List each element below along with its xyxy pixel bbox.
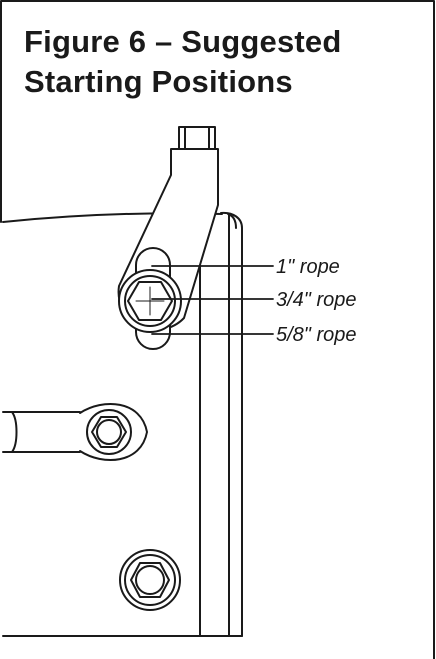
- figure-title: Figure 6 – Suggested Starting Positions: [24, 22, 342, 102]
- side-bolt: [79, 402, 148, 462]
- pivot-bolt: [118, 269, 182, 333]
- side-tube: [2, 411, 81, 453]
- callout-leaders: [151, 265, 274, 335]
- lower-bolt: [119, 549, 181, 611]
- callout-label-3-4-inch: 3/4" rope: [276, 289, 357, 311]
- callout-label-5-8-inch: 5/8" rope: [276, 324, 357, 346]
- callout-label-1-inch: 1" rope: [276, 256, 340, 278]
- figure-title-line-2: Starting Positions: [24, 64, 293, 99]
- mast-rail: [199, 211, 243, 637]
- figure-title-line-1: Figure 6 – Suggested: [24, 24, 342, 59]
- top-pin: [178, 126, 216, 150]
